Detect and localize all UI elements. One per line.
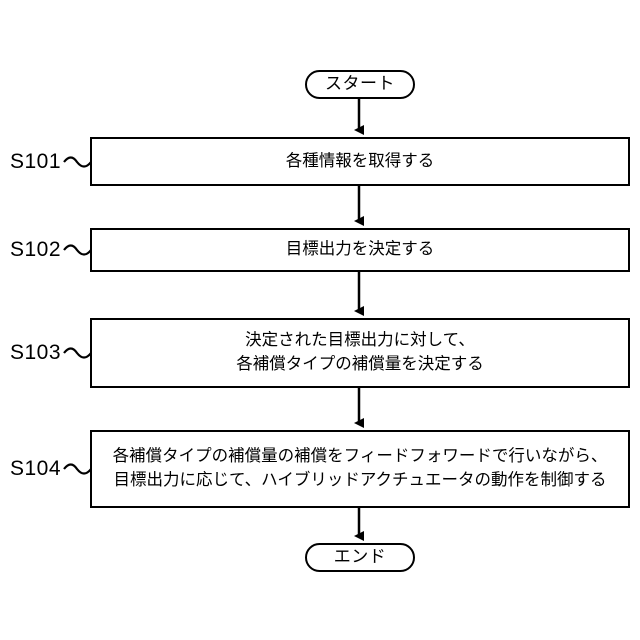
node-s104[interactable]: [90, 430, 630, 508]
step-id-s102: S102: [10, 238, 62, 261]
node-s102[interactable]: [90, 228, 630, 272]
node-s101[interactable]: [90, 137, 630, 186]
leader-squiggle-s102: [63, 244, 92, 256]
step-id-s101: S101: [10, 150, 62, 173]
leader-squiggle-s104: [63, 463, 92, 475]
leader-squiggle-s103: [63, 347, 92, 359]
node-s103[interactable]: [90, 318, 630, 388]
step-id-s104: S104: [10, 457, 62, 480]
node-start[interactable]: [305, 70, 415, 99]
leader-squiggle-s101: [63, 156, 92, 168]
node-end[interactable]: [305, 543, 415, 572]
step-id-s103: S103: [10, 341, 62, 364]
